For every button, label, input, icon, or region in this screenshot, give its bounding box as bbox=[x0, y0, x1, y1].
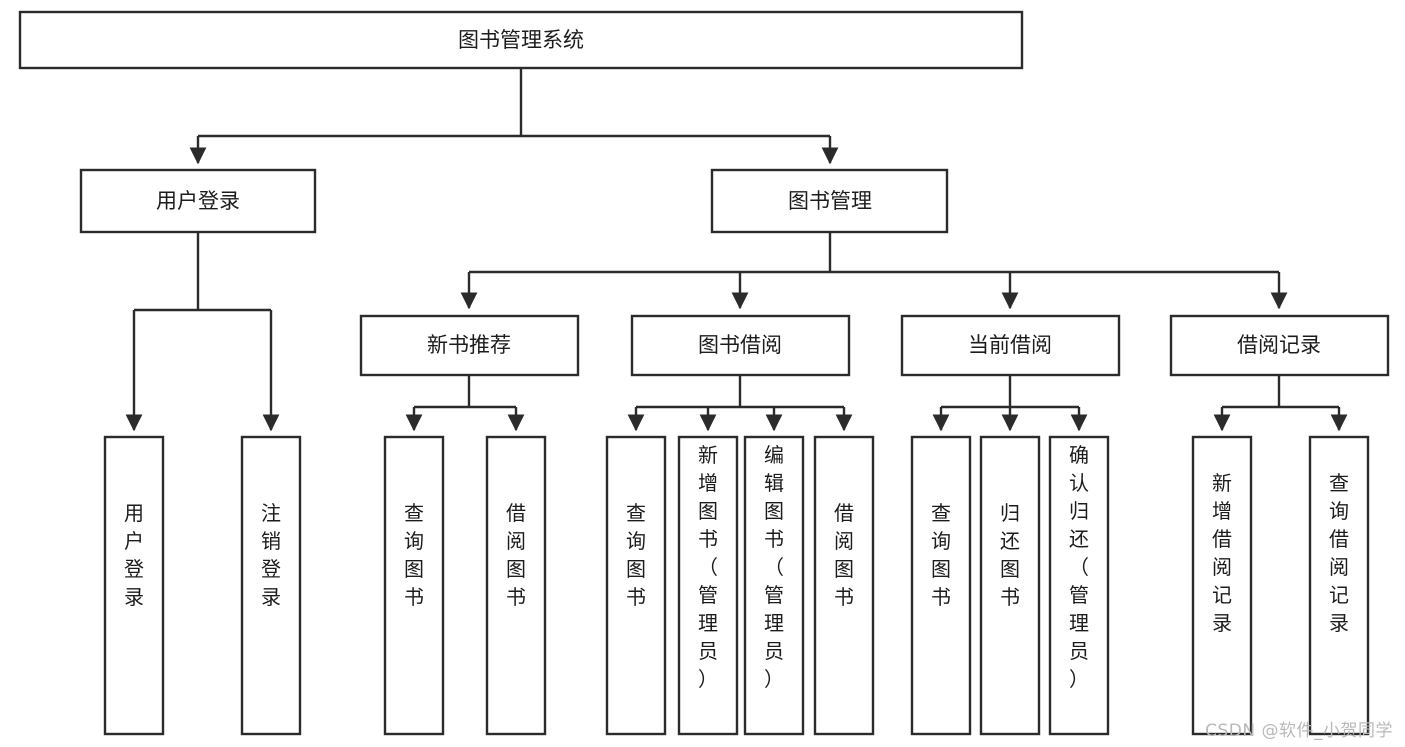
node-leaf-query-book-1-box[interactable] bbox=[383, 435, 445, 736]
node-leaf-borrow-book-2-box[interactable] bbox=[813, 435, 875, 736]
node-leaf-confirm-return[interactable]: 确认归还（管理员） bbox=[1048, 435, 1110, 736]
node-leaf-confirm-return-label: 确认归还（管理员） bbox=[1069, 443, 1089, 691]
node-leaf-return-book-box[interactable] bbox=[979, 435, 1041, 736]
node-leaf-query-book-2-label: 查询图书 bbox=[626, 501, 646, 609]
node-leaf-edit-book-label: 编辑图书（管理员） bbox=[764, 443, 784, 691]
node-leaf-user-login-label: 用户登录 bbox=[124, 501, 144, 609]
connector-group-book-manage bbox=[460, 232, 1288, 310]
node-user-login-box[interactable] bbox=[79, 168, 317, 234]
connector-group-current-borrow bbox=[932, 375, 1088, 432]
node-book-borrow-label: 图书借阅 bbox=[698, 333, 782, 357]
node-leaf-query-book-3-box[interactable] bbox=[910, 435, 972, 736]
node-leaf-user-login[interactable]: 用户登录 bbox=[103, 435, 165, 736]
node-leaf-query-book-1[interactable]: 查询图书 bbox=[383, 435, 445, 736]
node-new-book-recommend-box[interactable] bbox=[359, 314, 580, 377]
node-leaf-add-book-label: 新增图书（管理员） bbox=[698, 443, 718, 691]
node-new-book-recommend-label: 新书推荐 bbox=[427, 333, 511, 357]
node-leaf-add-record[interactable]: 新增借阅记录 bbox=[1191, 435, 1253, 736]
node-current-borrow[interactable]: 当前借阅 bbox=[900, 314, 1121, 377]
node-leaf-add-book[interactable]: 新增图书（管理员） bbox=[677, 435, 739, 736]
node-leaf-query-record-box[interactable] bbox=[1308, 435, 1370, 736]
connector-group-borrow-record bbox=[1213, 375, 1348, 432]
node-root-label: 图书管理系统 bbox=[458, 28, 584, 52]
node-book-borrow-box[interactable] bbox=[630, 314, 851, 377]
node-current-borrow-box[interactable] bbox=[900, 314, 1121, 377]
node-leaf-query-book-1-label: 查询图书 bbox=[404, 501, 424, 609]
node-current-borrow-label: 当前借阅 bbox=[968, 333, 1052, 357]
connector-group-book-borrow bbox=[627, 375, 853, 432]
connector-group-user-login bbox=[125, 232, 280, 432]
node-leaf-query-book-3[interactable]: 查询图书 bbox=[910, 435, 972, 736]
node-borrow-record-label: 借阅记录 bbox=[1237, 333, 1321, 357]
node-leaf-add-record-label: 新增借阅记录 bbox=[1212, 471, 1232, 635]
node-book-manage-box[interactable] bbox=[710, 168, 949, 234]
node-leaf-query-record-label: 查询借阅记录 bbox=[1329, 471, 1349, 635]
node-leaf-borrow-book-1[interactable]: 借阅图书 bbox=[485, 435, 547, 736]
node-leaf-borrow-book-2-label: 借阅图书 bbox=[834, 501, 854, 609]
node-user-login-label: 用户登录 bbox=[156, 189, 240, 213]
node-leaf-add-record-box[interactable] bbox=[1191, 435, 1253, 736]
connector-group-new-book-recommend bbox=[405, 375, 525, 432]
node-leaf-query-book-2[interactable]: 查询图书 bbox=[605, 435, 667, 736]
node-book-manage-label: 图书管理 bbox=[788, 189, 872, 213]
node-leaf-borrow-book-1-box[interactable] bbox=[485, 435, 547, 736]
node-leaf-user-logout-label: 注销登录 bbox=[261, 501, 281, 609]
node-book-borrow[interactable]: 图书借阅 bbox=[630, 314, 851, 377]
node-leaf-user-logout[interactable]: 注销登录 bbox=[240, 435, 302, 736]
node-leaf-user-logout-box[interactable] bbox=[240, 435, 302, 736]
node-leaf-add-book-box[interactable] bbox=[677, 435, 739, 736]
node-borrow-record[interactable]: 借阅记录 bbox=[1169, 314, 1390, 377]
node-leaf-query-record[interactable]: 查询借阅记录 bbox=[1308, 435, 1370, 736]
node-root-box[interactable] bbox=[18, 10, 1024, 70]
node-leaf-return-book[interactable]: 归还图书 bbox=[979, 435, 1041, 736]
csdn-watermark: CSDN @软件_小贺同学 bbox=[1205, 721, 1393, 741]
node-new-book-recommend[interactable]: 新书推荐 bbox=[359, 314, 580, 377]
node-leaf-query-book-2-box[interactable] bbox=[605, 435, 667, 736]
node-leaf-user-login-box[interactable] bbox=[103, 435, 165, 736]
node-leaf-query-book-3-label: 查询图书 bbox=[931, 501, 951, 609]
node-leaf-confirm-return-box[interactable] bbox=[1048, 435, 1110, 736]
node-leaf-return-book-label: 归还图书 bbox=[1000, 501, 1020, 609]
node-book-manage[interactable]: 图书管理 bbox=[710, 168, 949, 234]
connector-group-root bbox=[189, 68, 839, 165]
node-leaf-borrow-book-2[interactable]: 借阅图书 bbox=[813, 435, 875, 736]
node-user-login[interactable]: 用户登录 bbox=[79, 168, 317, 234]
node-leaf-borrow-book-1-label: 借阅图书 bbox=[506, 501, 526, 609]
node-leaf-edit-book-box[interactable] bbox=[743, 435, 805, 736]
node-leaf-edit-book[interactable]: 编辑图书（管理员） bbox=[743, 435, 805, 736]
node-borrow-record-box[interactable] bbox=[1169, 314, 1390, 377]
node-root[interactable]: 图书管理系统 bbox=[18, 10, 1024, 70]
